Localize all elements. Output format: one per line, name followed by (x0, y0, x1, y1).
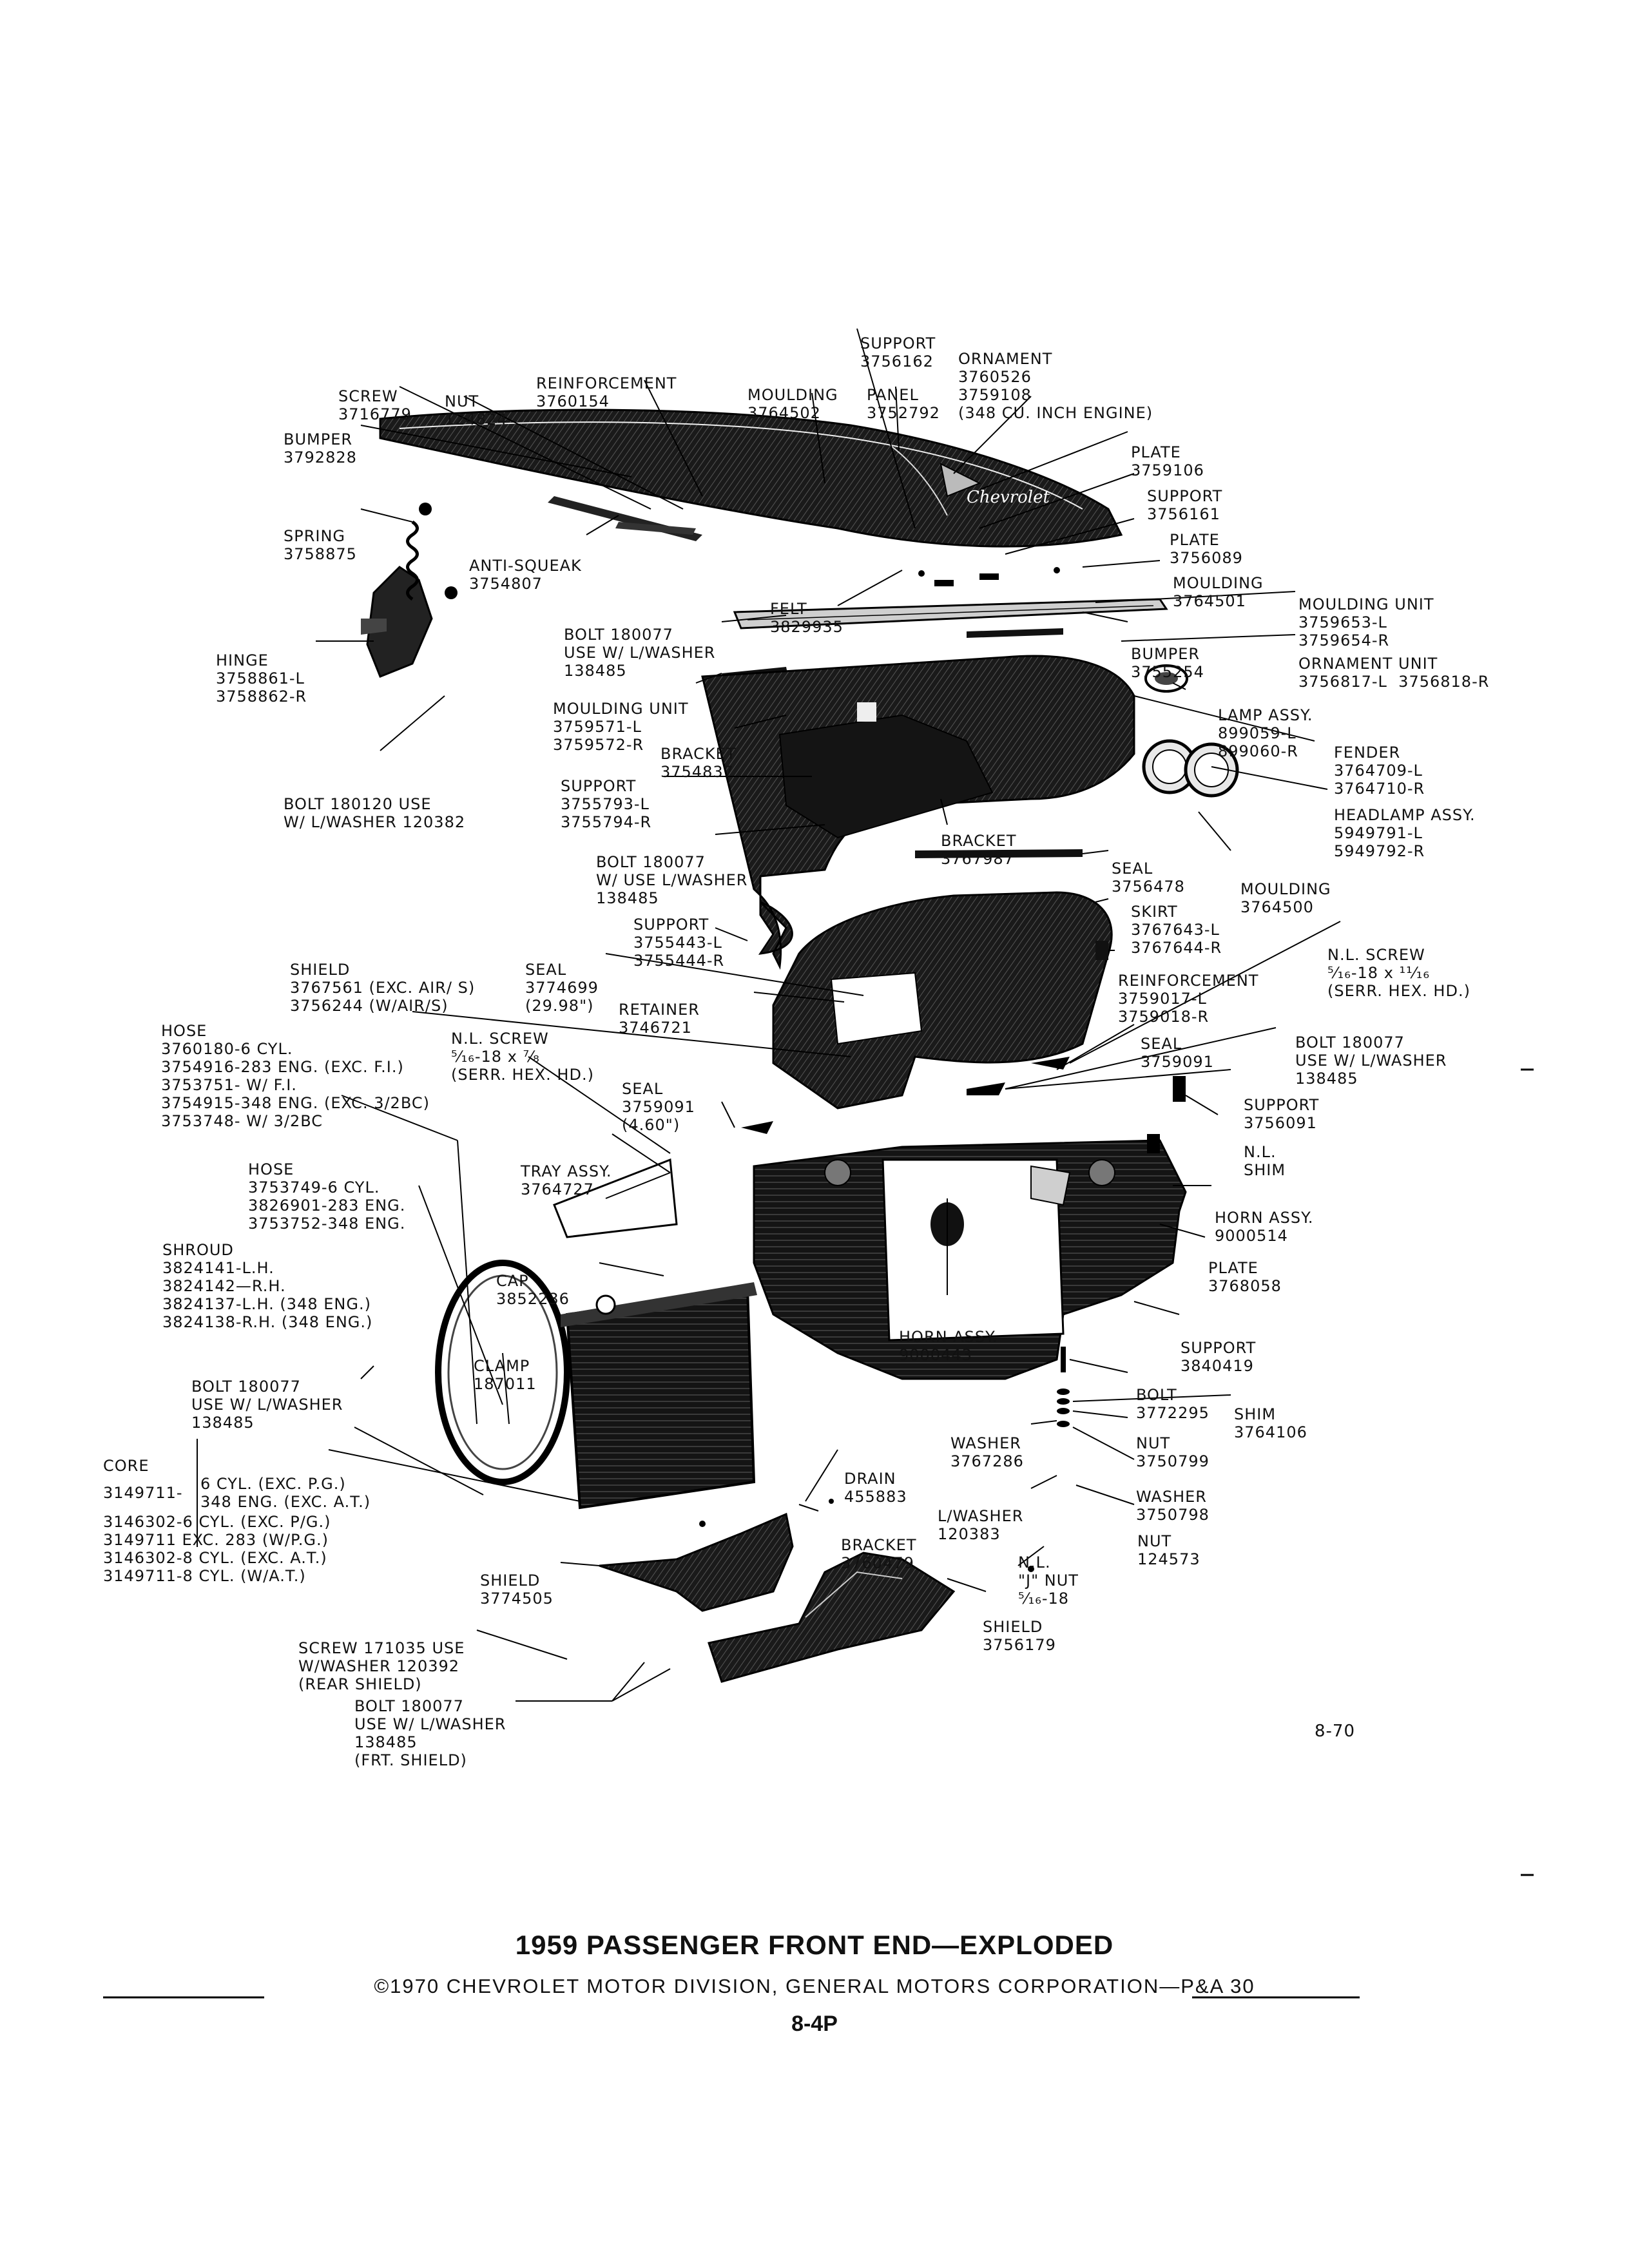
copyright-credit: ©1970 CHEVROLET MOTOR DIVISION, GENERAL … (374, 1975, 1255, 1997)
lamp-part (1142, 664, 1239, 798)
callout-core-c: 3146302-6 CYL. (EXC. P/G.)3149711 EXC. 2… (103, 1513, 331, 1585)
callout-horn-r: HORN ASSY.9000514 (1215, 1209, 1314, 1245)
figure-code: 8-70 (1315, 1722, 1356, 1741)
callout-nl-shim: N.L.SHIM (1244, 1143, 1286, 1179)
hinge-spring-part (361, 503, 458, 678)
lower-shields-part (599, 1512, 956, 1683)
hardware-bits (699, 567, 1186, 1572)
fender-part (701, 655, 1135, 970)
page-number: 8-4P (791, 2012, 838, 2036)
leader-lines (316, 328, 1341, 1702)
callout-core-head: CORE (103, 1457, 149, 1475)
radiator-core-part (561, 1282, 757, 1510)
skirt-part (772, 849, 1113, 1110)
shroud-part (435, 1260, 570, 1485)
radiator-support-part (753, 1139, 1187, 1380)
callout-core-a: 3149711- (103, 1484, 183, 1502)
callout-core-b: 6 CYL. (EXC. P.G.)348 ENG. (EXC. A.T.) (197, 1439, 371, 1547)
tray-part (553, 1158, 678, 1238)
moulding-strips-part (722, 598, 1168, 678)
page-edge-marks (103, 1068, 1534, 1999)
callout-tray: TRAY ASSY.3764727 (521, 1162, 612, 1198)
callout-horn-c: HORN ASSY.9000443 (899, 1328, 998, 1364)
page-title: 1959 PASSENGER FRONT END—EXPLODED (515, 1930, 1114, 1960)
svg-text:Chevrolet: Chevrolet (967, 488, 1050, 507)
